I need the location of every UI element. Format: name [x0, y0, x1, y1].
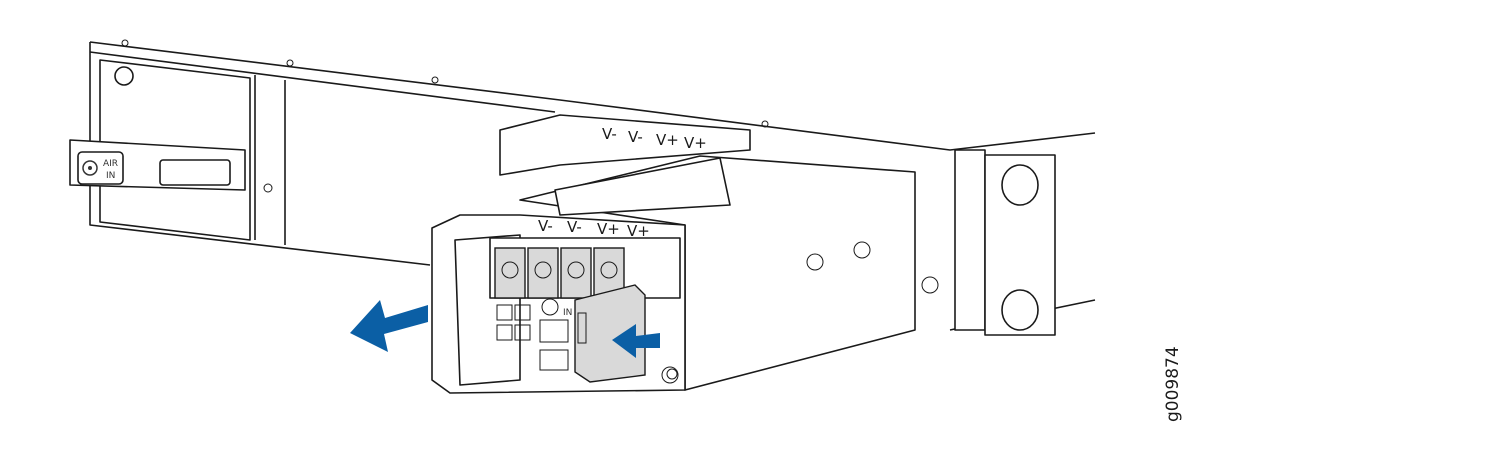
- rear-terminal-label-2: V-: [628, 128, 643, 146]
- front-terminal-label-2: V-: [567, 218, 582, 236]
- front-terminal-label-3: V+: [597, 220, 620, 238]
- rear-terminal-label-4: V+: [684, 134, 707, 152]
- front-terminal-label-1: V-: [538, 217, 553, 235]
- ground-icon: [666, 368, 678, 380]
- front-terminal-label-4: V+: [627, 222, 650, 240]
- figure-id: g009874: [1163, 346, 1183, 422]
- rear-terminal-label-1: V-: [602, 125, 617, 143]
- front-power-supply[interactable]: IN V- V- V+ V+: [431, 155, 939, 394]
- pull-arrow-icon: [350, 300, 428, 352]
- rear-terminal-label-3: V+: [656, 131, 679, 149]
- fan-handle[interactable]: [159, 159, 231, 186]
- fan-module: AIR IN: [69, 59, 251, 241]
- terminal-block-marker: IN: [563, 308, 572, 318]
- rear-power-supply: V- V- V+ V+: [499, 114, 751, 176]
- terminal-cover[interactable]: [574, 284, 646, 383]
- push-arrow-icon: [612, 324, 660, 358]
- fan-label-air: AIR: [103, 159, 118, 169]
- fan-icon: [82, 160, 98, 176]
- chassis: [89, 39, 1096, 336]
- fan-label-in: IN: [106, 171, 115, 181]
